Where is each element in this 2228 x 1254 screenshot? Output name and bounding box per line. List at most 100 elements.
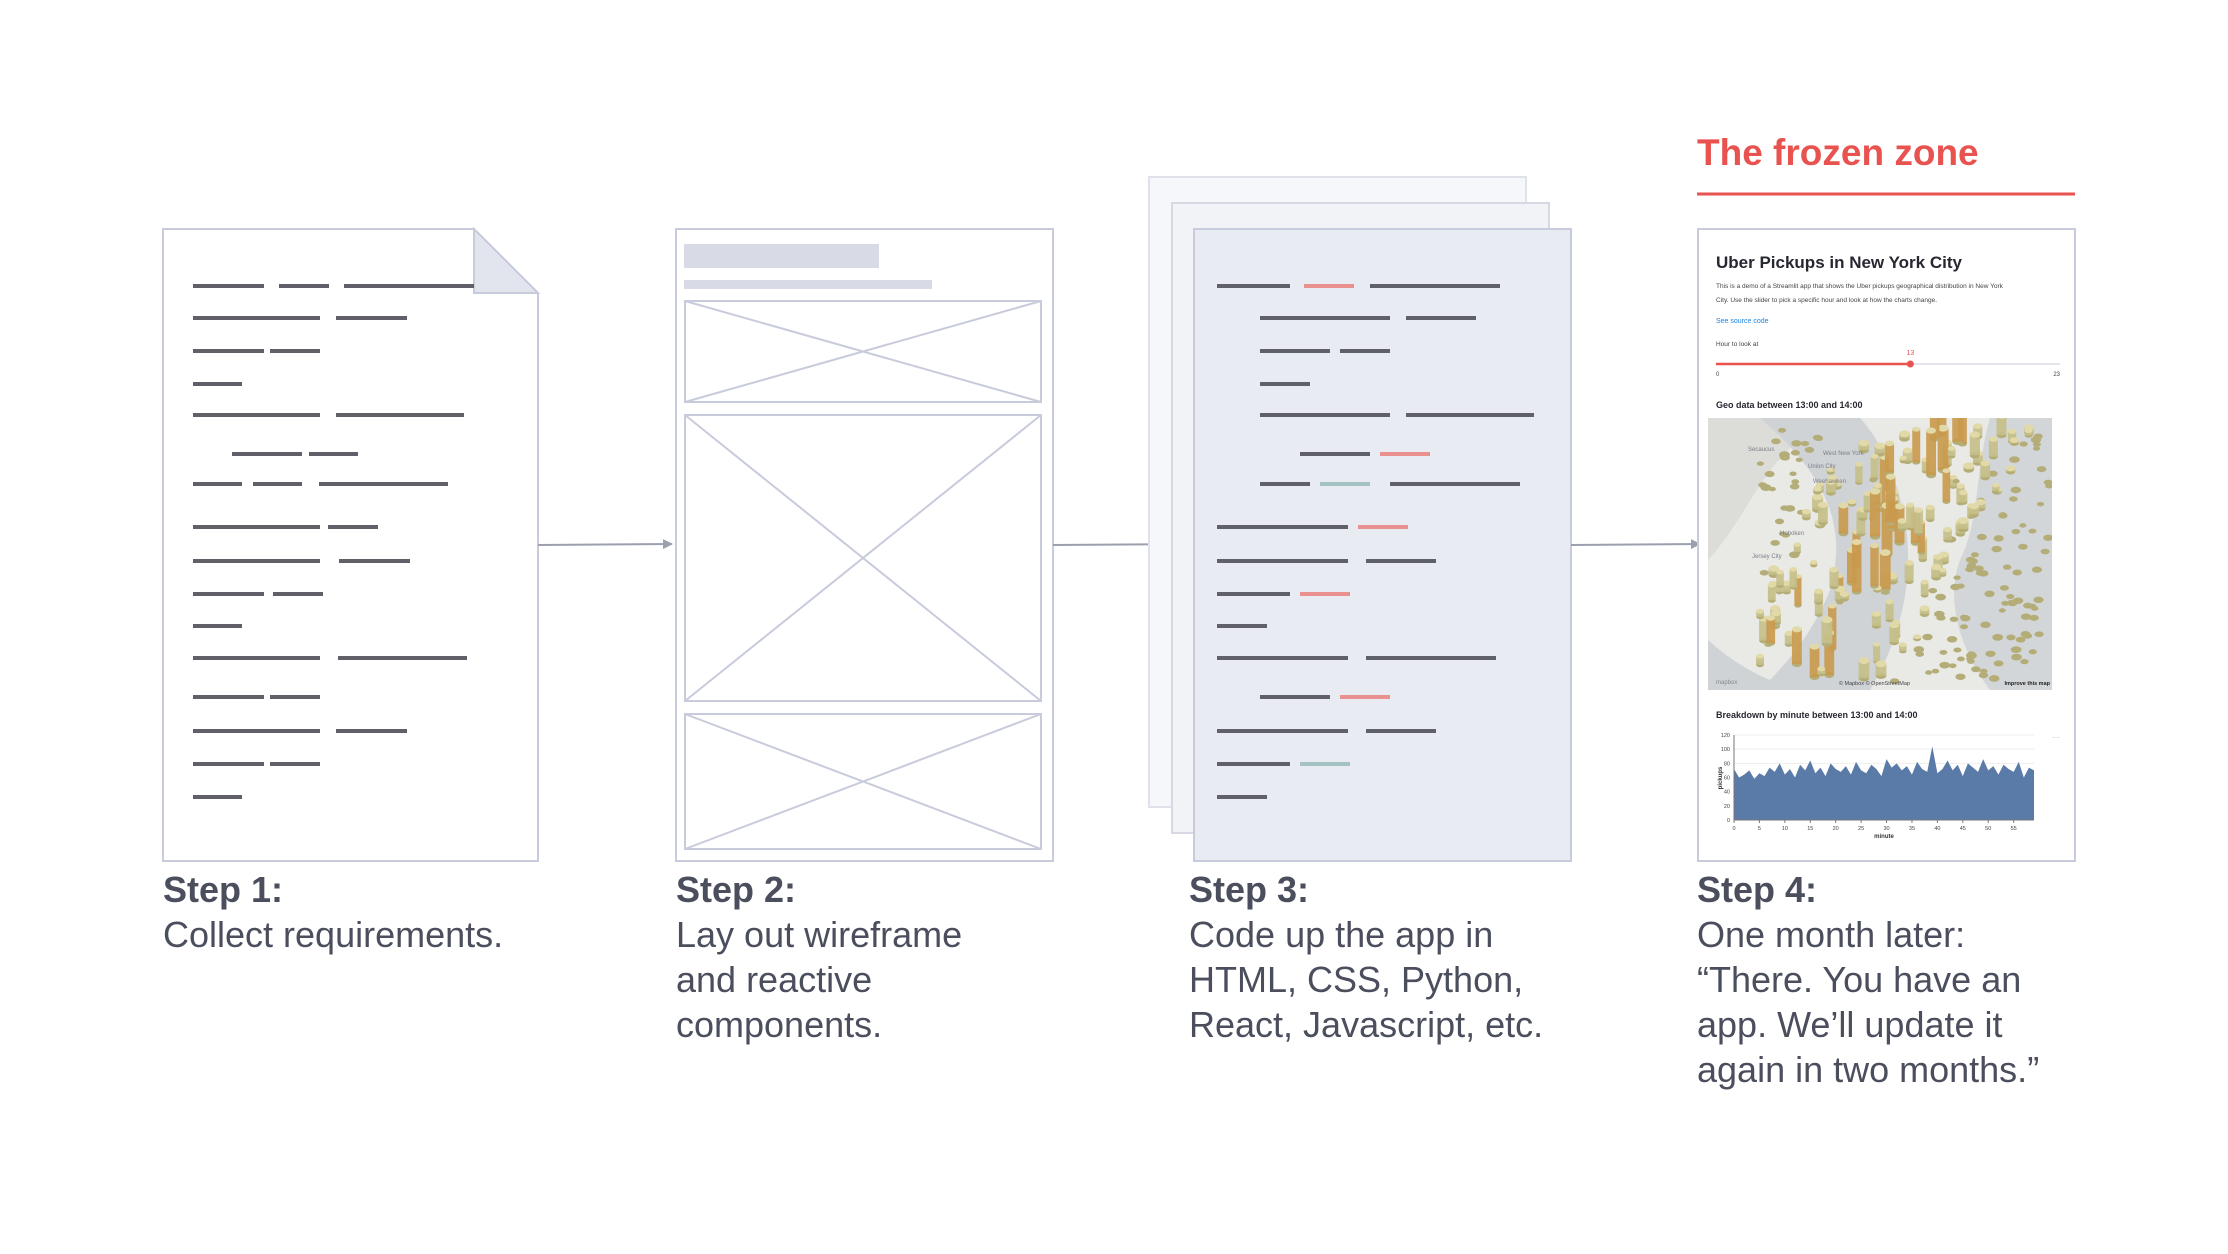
slider-thumb[interactable]	[1906, 360, 1914, 368]
chart-x-tick-5: 5	[1758, 826, 1761, 832]
step-2: Step 2: Lay out wireframe and reactive c…	[676, 868, 1136, 1047]
map-bar-base	[1931, 668, 1940, 674]
geo-map[interactable]: Secaucus West New York Union City Weehaw…	[1708, 382, 2053, 690]
map-bar-base	[1771, 438, 1781, 445]
map-bar-top	[1992, 483, 2000, 488]
map-bar	[1973, 426, 1983, 437]
step-4-line-4: again in two months.”	[1697, 1049, 2040, 1090]
map-bar-base	[2010, 646, 2022, 654]
map-bar	[1776, 572, 1784, 586]
map-bar-base	[1800, 440, 1810, 447]
map-bar-top	[1784, 630, 1793, 636]
requirement-text-line-7-1	[193, 482, 242, 486]
map-bar-base	[1985, 650, 1996, 657]
map-bar-top	[1813, 485, 1822, 492]
map-bar	[1943, 529, 1952, 540]
chart-y-tick-80: 80	[1724, 761, 1730, 767]
chart-menu-icon[interactable]: …	[2052, 731, 2060, 740]
chart-x-tick-30: 30	[1883, 826, 1889, 832]
map-bar-base	[2019, 441, 2028, 447]
map-bar-top	[1826, 466, 1835, 472]
code-line-7-1	[1260, 482, 1310, 486]
map-bar	[1925, 507, 1935, 520]
code-line-10-1	[1217, 592, 1290, 596]
map-bar	[1969, 434, 1980, 456]
requirement-text-line-16-1	[193, 795, 242, 799]
map-bar-top	[1968, 503, 1979, 510]
map-bar-base	[1781, 532, 1790, 538]
map-bar	[1856, 510, 1866, 534]
map-bar	[1874, 445, 1886, 454]
code-line-2-1	[1260, 316, 1390, 320]
map-bar-base	[1993, 535, 2004, 542]
map-bar-base	[1978, 570, 1989, 577]
map-bar-top	[1902, 447, 1913, 454]
requirement-text-line-6-2	[309, 452, 358, 456]
code-line-8-2	[1358, 525, 1408, 529]
map-bar-base	[1759, 569, 1769, 576]
map-bar	[1784, 633, 1793, 645]
map-bar-top	[1975, 498, 1986, 506]
map-bar-base	[1984, 590, 1995, 598]
map-bar-base	[1987, 470, 1998, 477]
map-bar-top	[1812, 493, 1824, 501]
map-bar-top	[1879, 549, 1891, 556]
map-bar-top	[1899, 642, 1907, 647]
map-bar-top	[1919, 605, 1930, 612]
requirement-text-line-2-2	[336, 316, 407, 320]
map-bar	[1814, 600, 1823, 615]
code-line-12-1	[1217, 656, 1348, 660]
map-bar-top	[1904, 560, 1914, 566]
map-bar-top	[1957, 517, 1969, 525]
requirement-text-line-8-2	[328, 525, 378, 529]
map-bar-base	[1991, 545, 2002, 553]
map-bar	[1817, 668, 1826, 674]
map-bar-base	[2030, 436, 2042, 444]
map-bar	[1917, 521, 1925, 553]
map-bar	[1875, 663, 1887, 676]
map-bar-base	[1974, 565, 1984, 572]
map-bar-base	[1960, 614, 1968, 620]
chart-x-tick-25: 25	[1858, 826, 1864, 832]
map-bar-base	[1965, 566, 1975, 573]
map-attribution: © Mapbox © OpenStreetMap	[1839, 680, 1910, 687]
map-bar-top	[1873, 642, 1881, 647]
code-line-16-1	[1217, 795, 1267, 799]
map-bar	[1929, 418, 1940, 439]
map-bar-base	[1764, 470, 1775, 478]
source-code-link[interactable]: See source code	[1716, 318, 1769, 325]
chart-area-series	[1734, 746, 2034, 820]
map-bar-top	[1912, 426, 1921, 432]
map-bar	[1879, 457, 1889, 506]
map-bar	[1968, 506, 1979, 515]
chart-y-tick-100: 100	[1721, 747, 1730, 753]
map-bar	[1937, 428, 1949, 470]
map-bar-top	[1814, 588, 1824, 595]
map-bar-top	[1825, 478, 1836, 485]
map-bar-base	[1939, 661, 1951, 669]
map-bar	[1926, 430, 1937, 476]
map-bar-top	[1810, 560, 1818, 565]
map-bar-top	[1943, 526, 1952, 533]
map-bar	[1793, 544, 1801, 553]
map-bar-base	[2029, 614, 2039, 621]
step-4: Step 4: One month later: “There. You hav…	[1697, 868, 2157, 1092]
map-bar-base	[1970, 552, 1979, 558]
requirement-text-line-15-1	[193, 762, 264, 766]
map-bar-base	[2006, 593, 2015, 600]
map-bar-base	[2020, 613, 2032, 620]
map-bar-base	[2019, 523, 2027, 528]
map-bar-top	[1969, 431, 1980, 438]
map-bar-base	[2033, 596, 2044, 604]
map-bar-top	[1770, 605, 1781, 612]
map-bar-base	[1993, 660, 2004, 667]
map-label-jersey-city: Jersey City	[1752, 554, 1782, 560]
map-bar	[1825, 481, 1836, 493]
map-bar	[1756, 656, 1764, 665]
map-bar-top	[1793, 542, 1801, 547]
code-line-3-2	[1340, 349, 1390, 353]
requirement-text-line-2-1	[193, 316, 320, 320]
map-improve-link[interactable]: Improve this map	[2004, 681, 2050, 687]
map-bar-base	[1934, 610, 1945, 618]
code-line-4-1	[1260, 382, 1310, 386]
